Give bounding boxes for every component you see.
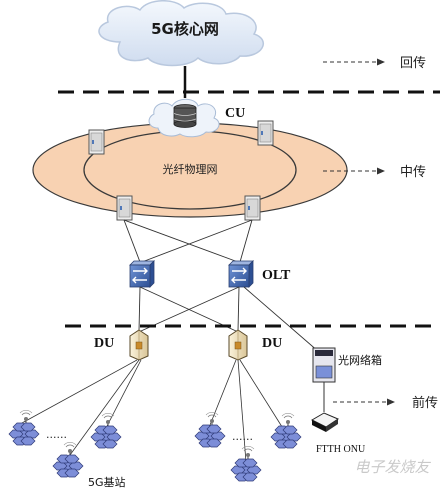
ftth-onu-icon [310,412,340,432]
ftth-onu-label: FTTH ONU [316,444,366,455]
du-box-icon [129,329,149,361]
backhaul-label: 回传 [400,56,426,71]
olt-switch-icon [228,260,254,288]
fiber-network-label: 光纤物理网 [163,162,218,176]
fronthaul-arrow [332,398,396,406]
database-icon [173,104,197,128]
core-network-label: 5G核心网 [151,20,219,38]
ellipsis-left: ...... [46,428,67,441]
olt-label: OLT [262,268,291,283]
ring-server-icon [244,195,261,221]
ring-server-icon [116,195,133,221]
midhaul-label: 中传 [400,165,426,180]
optical-box-icon [312,347,336,383]
cu-label: CU [225,106,245,121]
core-network-cloud [98,0,265,67]
du-left-label: DU [94,336,114,351]
watermark: 电子发烧友 [354,458,431,476]
optical-box-label: 光网络箱 [338,353,382,367]
du-right-label: DU [262,336,282,351]
du-box-icon [228,329,248,361]
base-station-icon [194,411,226,448]
cabinet-olt-links [123,219,253,263]
fronthaul-label: 前传 [412,395,438,411]
station-label: 5G基站 [88,475,126,489]
backhaul-arrow [322,58,386,66]
olt-du-links [138,286,320,353]
ring-server-icon [88,129,105,155]
ring-server-icon [257,120,274,146]
base-station-icon [270,412,302,449]
ellipsis-right: ...... [232,430,253,443]
base-station-icon [8,409,40,446]
cu-node [148,98,220,138]
base-station-icon [52,441,84,478]
base-station-icon [230,445,262,482]
olt-switch-icon [129,260,155,288]
du-station-links [21,359,285,463]
base-station-icon [90,412,122,449]
